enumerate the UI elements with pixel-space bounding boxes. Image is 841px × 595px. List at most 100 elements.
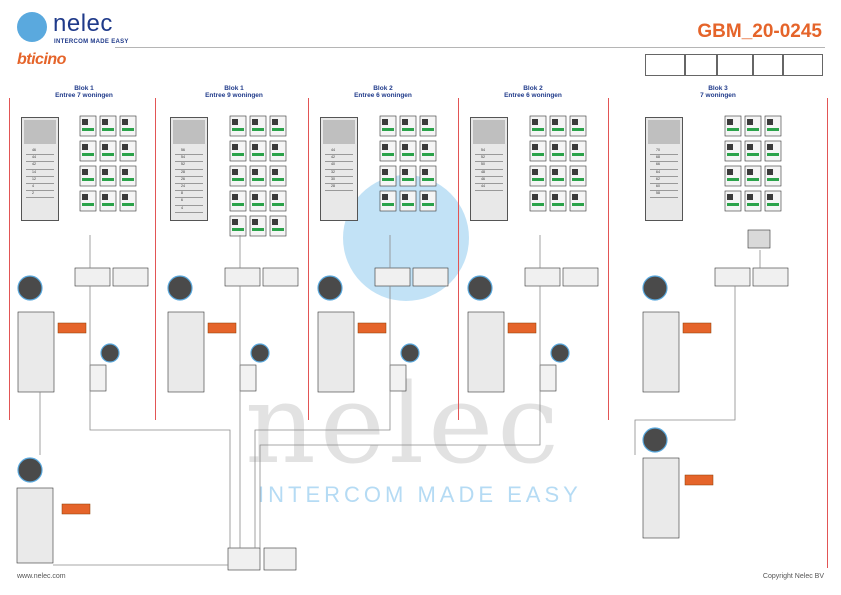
apartment-button: 54 xyxy=(475,148,503,156)
monitor-screen xyxy=(122,144,128,150)
monitor-screen xyxy=(727,194,733,200)
monitor-screen xyxy=(552,144,558,150)
apartment-button: 24 xyxy=(175,184,203,192)
monitor-screen xyxy=(122,119,128,125)
monitor-led xyxy=(572,178,584,181)
monitor-screen xyxy=(252,194,258,200)
apartment-button: 54 xyxy=(175,155,203,163)
monitor-screen xyxy=(232,194,238,200)
monitor-screen xyxy=(272,194,278,200)
monitor-led xyxy=(102,153,114,156)
monitor-led xyxy=(102,203,114,206)
monitor-led xyxy=(727,128,739,131)
door-module xyxy=(239,364,257,392)
monitor-led xyxy=(232,228,244,231)
apartment-button: 58 xyxy=(650,191,678,199)
monitor-screen xyxy=(122,169,128,175)
keypad-icon xyxy=(100,343,120,363)
monitor-led xyxy=(232,128,244,131)
monitor-led xyxy=(122,128,134,131)
monitor-led xyxy=(382,128,394,131)
relay-module xyxy=(507,322,537,334)
monitor-led xyxy=(747,153,759,156)
footer-url: www.nelec.com xyxy=(17,573,66,580)
monitor-screen xyxy=(552,119,558,125)
monitor-led xyxy=(252,228,264,231)
access-reader-icon xyxy=(467,275,493,301)
monitor-led xyxy=(252,178,264,181)
distributor-module xyxy=(747,229,771,249)
monitor-led xyxy=(402,153,414,156)
monitor-led xyxy=(402,178,414,181)
central-switch xyxy=(227,547,261,571)
monitor-screen xyxy=(232,119,238,125)
monitor-screen xyxy=(122,194,128,200)
apartment-button: 6 xyxy=(175,198,203,206)
monitor-led xyxy=(552,178,564,181)
apartment-button: 52 xyxy=(475,155,503,163)
monitor-screen xyxy=(82,169,88,175)
door-module xyxy=(389,364,407,392)
apartment-button: 40 xyxy=(325,162,353,170)
apartment-button: 70 xyxy=(650,148,678,156)
apartment-button: 28 xyxy=(325,184,353,192)
apartment-button: 12 xyxy=(26,177,54,184)
door-module xyxy=(539,364,557,392)
apartment-button: 44 xyxy=(325,148,353,156)
monitor-led xyxy=(727,178,739,181)
monitor-led xyxy=(727,153,739,156)
apartment-button: 52 xyxy=(175,162,203,170)
monitor-screen xyxy=(747,119,753,125)
controller-module xyxy=(714,267,751,287)
monitor-led xyxy=(532,128,544,131)
monitor-screen xyxy=(747,169,753,175)
controller-module xyxy=(262,267,299,287)
monitor-led xyxy=(252,128,264,131)
section-divider xyxy=(458,98,459,420)
access-reader-icon xyxy=(17,457,43,483)
apartment-button: 4 xyxy=(26,184,54,192)
monitor-screen xyxy=(767,144,773,150)
monitor-screen xyxy=(572,119,578,125)
keypad-icon xyxy=(250,343,270,363)
monitor-screen xyxy=(422,119,428,125)
monitor-led xyxy=(767,203,779,206)
monitor-led xyxy=(272,228,284,231)
apartment-button: 2 xyxy=(26,191,54,199)
monitor-led xyxy=(252,203,264,206)
nelec-logo-icon xyxy=(17,12,47,42)
monitor-screen xyxy=(552,169,558,175)
controller-module xyxy=(562,267,599,287)
apartment-button: 30 xyxy=(325,177,353,184)
monitor-led xyxy=(122,178,134,181)
power-supply-stack xyxy=(167,311,205,393)
monitor-led xyxy=(272,178,284,181)
monitor-screen xyxy=(422,144,428,150)
monitor-led xyxy=(572,203,584,206)
apartment-button: 26 xyxy=(175,177,203,184)
keypad-icon xyxy=(400,343,420,363)
monitor-led xyxy=(402,128,414,131)
apartment-button: 44 xyxy=(475,184,503,192)
section-divider xyxy=(308,98,309,420)
brand-name: nelec xyxy=(53,10,113,37)
monitor-screen xyxy=(382,119,388,125)
section-divider xyxy=(155,98,156,420)
access-reader-icon xyxy=(642,427,668,453)
apartment-button: 50 xyxy=(475,162,503,170)
monitor-screen xyxy=(727,169,733,175)
monitor-screen xyxy=(272,169,278,175)
monitor-led xyxy=(747,203,759,206)
central-switch xyxy=(263,547,297,571)
power-supply-stack xyxy=(16,487,54,564)
apartment-button: 60 xyxy=(650,184,678,192)
partner-logo: bticino xyxy=(17,51,66,68)
monitor-led xyxy=(572,153,584,156)
controller-module xyxy=(374,267,411,287)
apartment-button: 46 xyxy=(475,177,503,184)
monitor-screen xyxy=(402,144,408,150)
